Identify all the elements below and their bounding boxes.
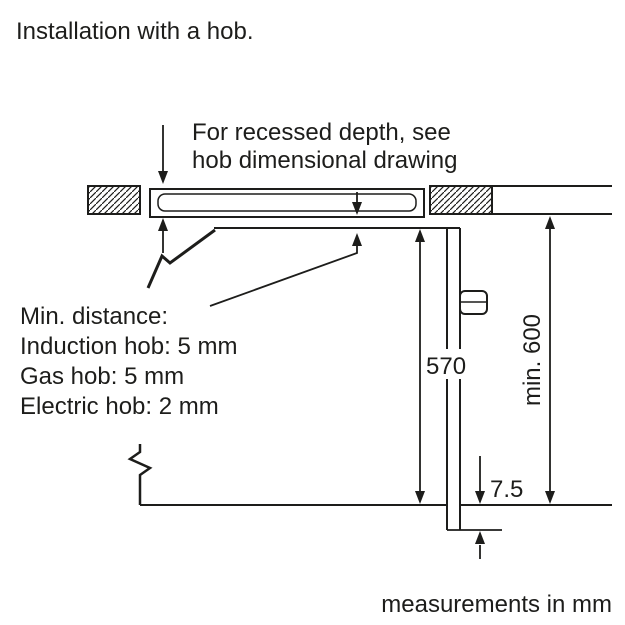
- hob: [149, 188, 425, 218]
- cabinet-break-line-bottom: [127, 444, 153, 505]
- note-line-2: hob dimensional drawing: [192, 147, 458, 174]
- dim-570-label-bg: [422, 349, 474, 379]
- hob-inner-tray: [157, 193, 417, 212]
- note-line-1: For recessed depth, see: [192, 119, 451, 146]
- dimension-min-600: min. 600: [519, 216, 555, 504]
- min-distance-gas: Gas hob: 5 mm: [20, 363, 184, 390]
- footer-note: measurements in mm: [381, 591, 612, 618]
- dimension-570: 570: [415, 229, 474, 504]
- worktop-left-hatch: [87, 185, 141, 215]
- min-distance-leader-line: [209, 246, 358, 307]
- recess-depth-arrows: [158, 192, 362, 253]
- dim-600-label: min. 600: [519, 314, 546, 406]
- min-distance-induction: Induction hob: 5 mm: [20, 333, 237, 360]
- dim-570-arrow-up-icon: [415, 229, 425, 242]
- worktop-right-hatch: [429, 185, 493, 215]
- min-distance-arrow-up-icon: [352, 233, 362, 246]
- dim-570-arrow-down-icon: [415, 491, 425, 504]
- dim-600-arrow-down-icon: [545, 491, 555, 504]
- dim-75-arrow-down-icon: [475, 491, 485, 504]
- dim-600-arrow-up-icon: [545, 216, 555, 229]
- min-distance-electric: Electric hob: 2 mm: [20, 393, 219, 420]
- min-distance-note: Min. distance: Induction hob: 5 mm Gas h…: [20, 233, 362, 420]
- dimension-7-5: 7.5: [475, 456, 523, 559]
- worktop: [87, 185, 612, 215]
- dim-75-label: 7.5: [490, 476, 523, 503]
- dim-75-arrow-up-icon: [475, 531, 485, 544]
- note-arrow-down-icon: [158, 171, 168, 184]
- dim-570-label: 570: [426, 353, 466, 380]
- hob-gap-arrow-down-icon: [352, 202, 362, 215]
- page-title: Installation with a hob.: [16, 18, 253, 45]
- min-distance-heading: Min. distance:: [20, 303, 168, 330]
- recessed-depth-note: For recessed depth, see hob dimensional …: [158, 119, 458, 184]
- cabinet-break-line-top: [146, 228, 216, 289]
- under-counter-arrow-up-icon: [158, 218, 168, 231]
